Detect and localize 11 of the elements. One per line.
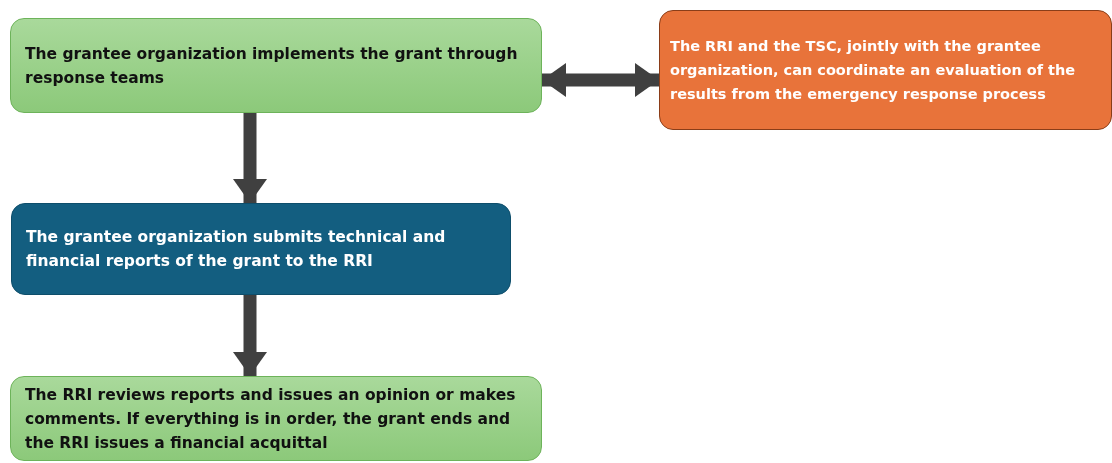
process-box bbox=[10, 18, 542, 113]
evaluation-box bbox=[659, 10, 1112, 130]
block-arrow bbox=[542, 63, 659, 97]
block-arrow bbox=[233, 113, 267, 203]
process-box bbox=[10, 376, 542, 461]
block-arrow bbox=[233, 295, 267, 376]
box-text: The RRI and the TSC, jointly with the grantee organization, can coordinate an evaluation of the results from the emergency response process bbox=[670, 37, 1077, 104]
box-text: The grantee organization implements the grant through response teams bbox=[25, 43, 519, 89]
box-text: The RRI reviews reports and issues an opinion or makes comments. If everything is in order, the grant ends and the RRI issues a financial acquittal bbox=[25, 384, 517, 454]
report-box bbox=[11, 203, 511, 295]
box-text: The grantee organization submits technical and financial reports of the grant to the RRI bbox=[26, 227, 447, 272]
